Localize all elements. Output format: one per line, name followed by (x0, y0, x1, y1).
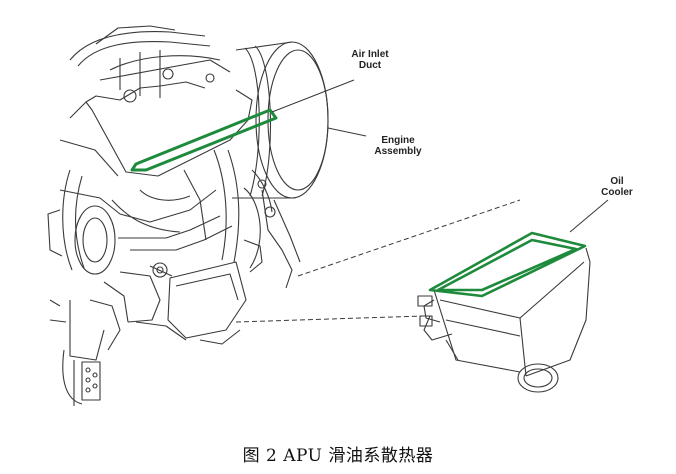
air-inlet-duct-flange (130, 108, 278, 172)
callout-engine-assembly: Engine Assembly (374, 135, 422, 157)
installation-dash-lines (235, 199, 521, 323)
figure-caption: 图 2 APU 滑油系散热器 (242, 446, 434, 466)
callout-air-inlet-duct: Air Inlet Duct (351, 49, 389, 71)
oil-cooler-flange (428, 231, 587, 298)
callout-oil-cooler: Oil Cooler (601, 176, 633, 198)
oil-cooler-drawing (417, 247, 591, 393)
engine-assembly-drawing (47, 25, 329, 406)
callout-leaders (271, 79, 609, 233)
